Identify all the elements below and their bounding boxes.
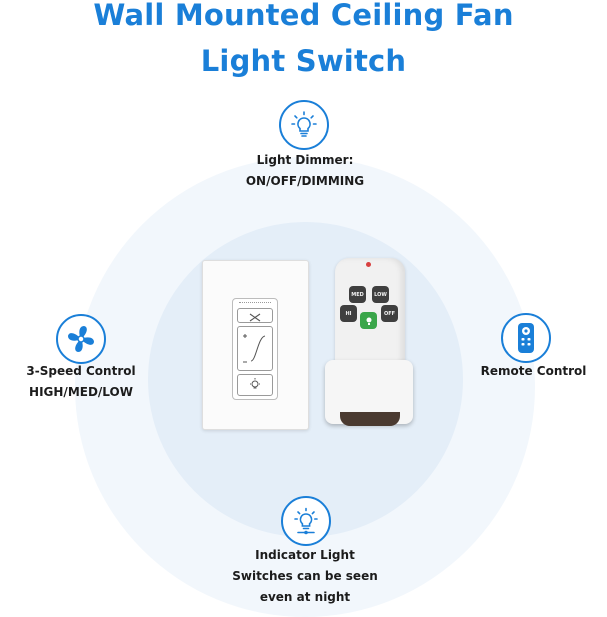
remote-led xyxy=(366,262,371,267)
indicator-light-icon xyxy=(281,496,331,546)
speed-feature-text: 3-Speed Control HIGH/MED/LOW xyxy=(0,361,162,403)
indicator-feature-text: Indicator Light Switches can be seen eve… xyxy=(195,545,415,608)
speed-label: 3-Speed Control xyxy=(26,364,136,378)
speed-modes: HIGH/MED/LOW xyxy=(29,385,133,399)
dimmer-label: Light Dimmer: xyxy=(256,153,354,167)
wall-switch-control xyxy=(232,298,278,400)
remote-feature-text: Remote Control xyxy=(460,361,607,382)
dimmer-feature-text: Light Dimmer: ON/OFF/DIMMING xyxy=(205,150,405,192)
indicator-label: Indicator Light xyxy=(255,548,355,562)
indicator-desc-2: even at night xyxy=(259,590,351,604)
remote-low-button: LOW xyxy=(372,286,389,303)
remote-light-button xyxy=(360,312,377,329)
page-title-line1: Wall Mounted Ceiling Fan xyxy=(93,0,514,32)
dimmer-rocker xyxy=(237,326,273,371)
indicator-dots xyxy=(239,302,271,305)
indicator-desc-1: Switches can be seen xyxy=(232,569,378,583)
remote-hi-button: HI xyxy=(340,305,357,322)
remote-med-button: MED xyxy=(349,286,366,303)
dimmer-modes: ON/OFF/DIMMING xyxy=(245,174,365,188)
fan-icon xyxy=(56,314,106,364)
lightbulb-icon xyxy=(279,100,329,150)
light-button xyxy=(237,374,273,396)
page-title-line2: Light Switch xyxy=(200,44,407,78)
holder-base xyxy=(340,412,400,426)
fan-speed-button xyxy=(237,308,273,323)
remote-label: Remote Control xyxy=(480,364,587,378)
remote-off-button: OFF xyxy=(381,305,398,322)
remote-icon xyxy=(501,313,551,363)
